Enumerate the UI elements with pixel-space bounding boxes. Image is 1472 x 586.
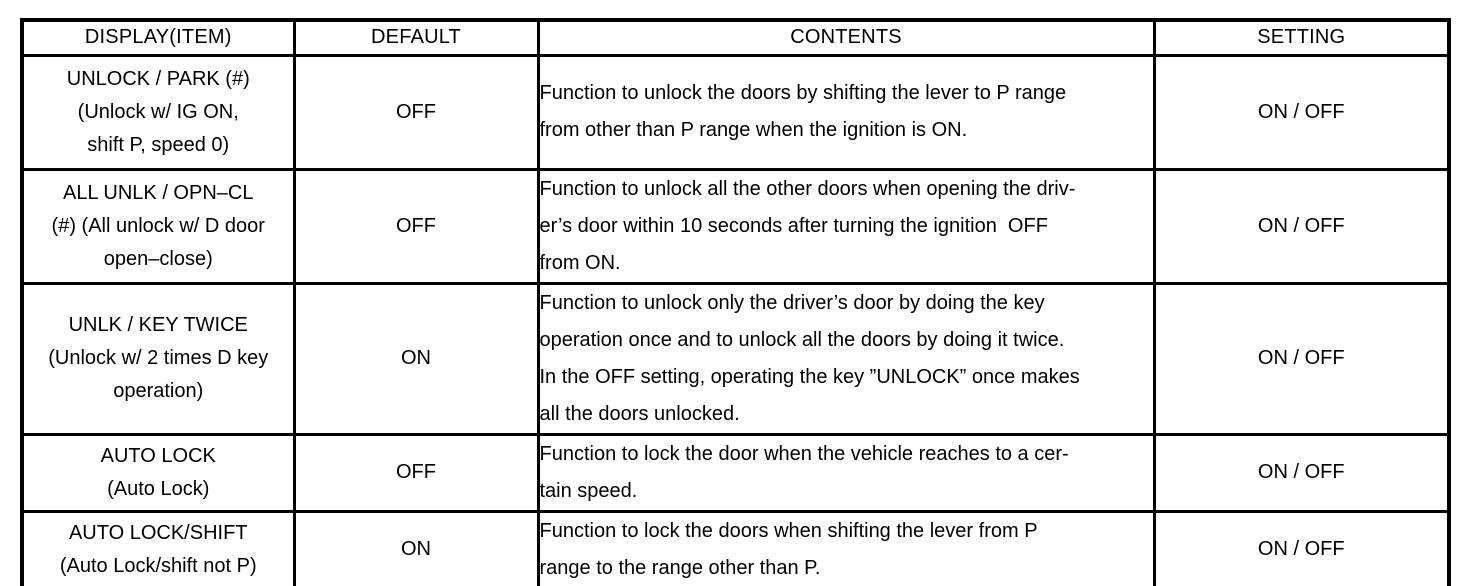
contents-cell: Function to unlock the doors by shifting…: [536, 53, 1156, 171]
contents-cell: Function to lock the door when the vehic…: [536, 432, 1156, 513]
contents-cell: Function to unlock all the other doors w…: [536, 167, 1156, 285]
contents-cell: Function to unlock only the driver’s doo…: [536, 281, 1156, 436]
table-row-all-unlk-opn-cl: ALL UNLK / OPN–CL (#) (All unlock w/ D d…: [20, 167, 1451, 285]
default-value-cell: OFF: [292, 167, 540, 285]
setting-cell: ON / OFF: [1152, 53, 1451, 171]
default-value-cell: ON: [292, 509, 540, 586]
display-item-cell: AUTO LOCK (Auto Lock): [20, 432, 296, 513]
setting-cell: ON / OFF: [1152, 281, 1451, 436]
table-row-auto-lock-shift: AUTO LOCK/SHIFT (Auto Lock/shift not P) …: [20, 509, 1451, 586]
setting-cell: ON / OFF: [1152, 509, 1451, 586]
display-item-cell: AUTO LOCK/SHIFT (Auto Lock/shift not P): [20, 509, 296, 586]
setting-cell: ON / OFF: [1152, 167, 1451, 285]
default-value-cell: OFF: [292, 432, 540, 513]
table-row-unlk-key-twice: UNLK / KEY TWICE (Unlock w/ 2 times D ke…: [20, 281, 1451, 436]
default-value-cell: OFF: [292, 53, 540, 171]
column-header-setting: SETTING: [1152, 18, 1451, 57]
table-row-auto-lock: AUTO LOCK (Auto Lock) OFF Function to lo…: [20, 432, 1451, 513]
display-item-cell: UNLOCK / PARK (#) (Unlock w/ IG ON, shif…: [20, 53, 296, 171]
display-item-cell: UNLK / KEY TWICE (Unlock w/ 2 times D ke…: [20, 281, 296, 436]
default-value-cell: ON: [292, 281, 540, 436]
column-header-default: DEFAULT: [292, 18, 540, 57]
column-header-contents: CONTENTS: [536, 18, 1156, 57]
setting-cell: ON / OFF: [1152, 432, 1451, 513]
display-item-cell: ALL UNLK / OPN–CL (#) (All unlock w/ D d…: [20, 167, 296, 285]
contents-cell: Function to lock the doors when shifting…: [536, 509, 1156, 586]
door-lock-settings-table: DISPLAY(ITEM) DEFAULT CONTENTS SETTING U…: [20, 18, 1451, 586]
table-row-unlock-park: UNLOCK / PARK (#) (Unlock w/ IG ON, shif…: [20, 53, 1451, 171]
table-header-row: DISPLAY(ITEM) DEFAULT CONTENTS SETTING: [20, 18, 1451, 57]
column-header-display-item: DISPLAY(ITEM): [20, 18, 296, 57]
